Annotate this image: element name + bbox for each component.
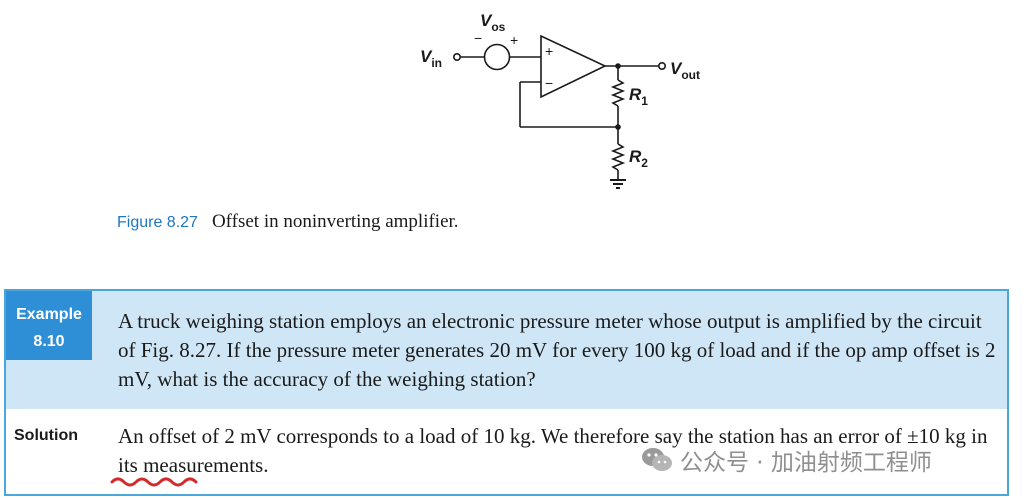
vos-label: Vos <box>480 11 506 34</box>
figure-caption: Figure 8.27 Offset in noninverting amplif… <box>117 211 459 233</box>
offset-amplifier-circuit-diagram: Vin Vos − + + − Vout R1 R2 <box>420 11 700 189</box>
solution-text: An offset of 2 mV corresponds to a load … <box>118 424 988 477</box>
opamp-symbol <box>540 34 607 99</box>
vout-label: Vout <box>670 59 700 82</box>
solution-label: Solution <box>14 427 78 444</box>
red-underline-squiggle <box>110 477 198 487</box>
example-tag-title: Example <box>16 306 82 323</box>
figure-caption-text: Offset in noninverting amplifier. <box>211 211 459 232</box>
example-tag-number: 8.10 <box>33 333 65 350</box>
watermark: 公众号 · 加油射频工程师 <box>640 443 932 477</box>
r1-label: R1 <box>629 85 648 108</box>
wechat-icon <box>642 448 672 471</box>
r2-label: R2 <box>629 147 648 170</box>
vos-minus-sign: − <box>474 30 482 46</box>
example-tag: Example 8.10 <box>6 291 92 360</box>
figure-number: Figure 8.27 <box>117 214 198 231</box>
vos-plus-sign: + <box>510 32 518 48</box>
feedback-node-dot <box>615 124 621 130</box>
example-box: Example 8.10 A truck weighing station em… <box>4 289 1009 409</box>
opamp-plus-sign: + <box>545 43 553 59</box>
vin-label: Vin <box>420 47 442 70</box>
opamp-minus-sign: − <box>545 75 553 91</box>
vin-terminal <box>452 52 461 61</box>
watermark-text: 公众号 · 加油射频工程师 <box>680 450 932 476</box>
vos-source-symbol <box>483 43 511 71</box>
example-problem-text: A truck weighing station employs an elec… <box>118 309 996 391</box>
solution-box: Solution An offset of 2 mV corresponds t… <box>4 409 1009 496</box>
vout-terminal <box>657 61 666 70</box>
r1-resistor-symbol <box>610 79 626 107</box>
output-node-dot <box>615 63 621 69</box>
ground-symbol <box>610 179 626 189</box>
r2-resistor-symbol <box>610 143 626 171</box>
